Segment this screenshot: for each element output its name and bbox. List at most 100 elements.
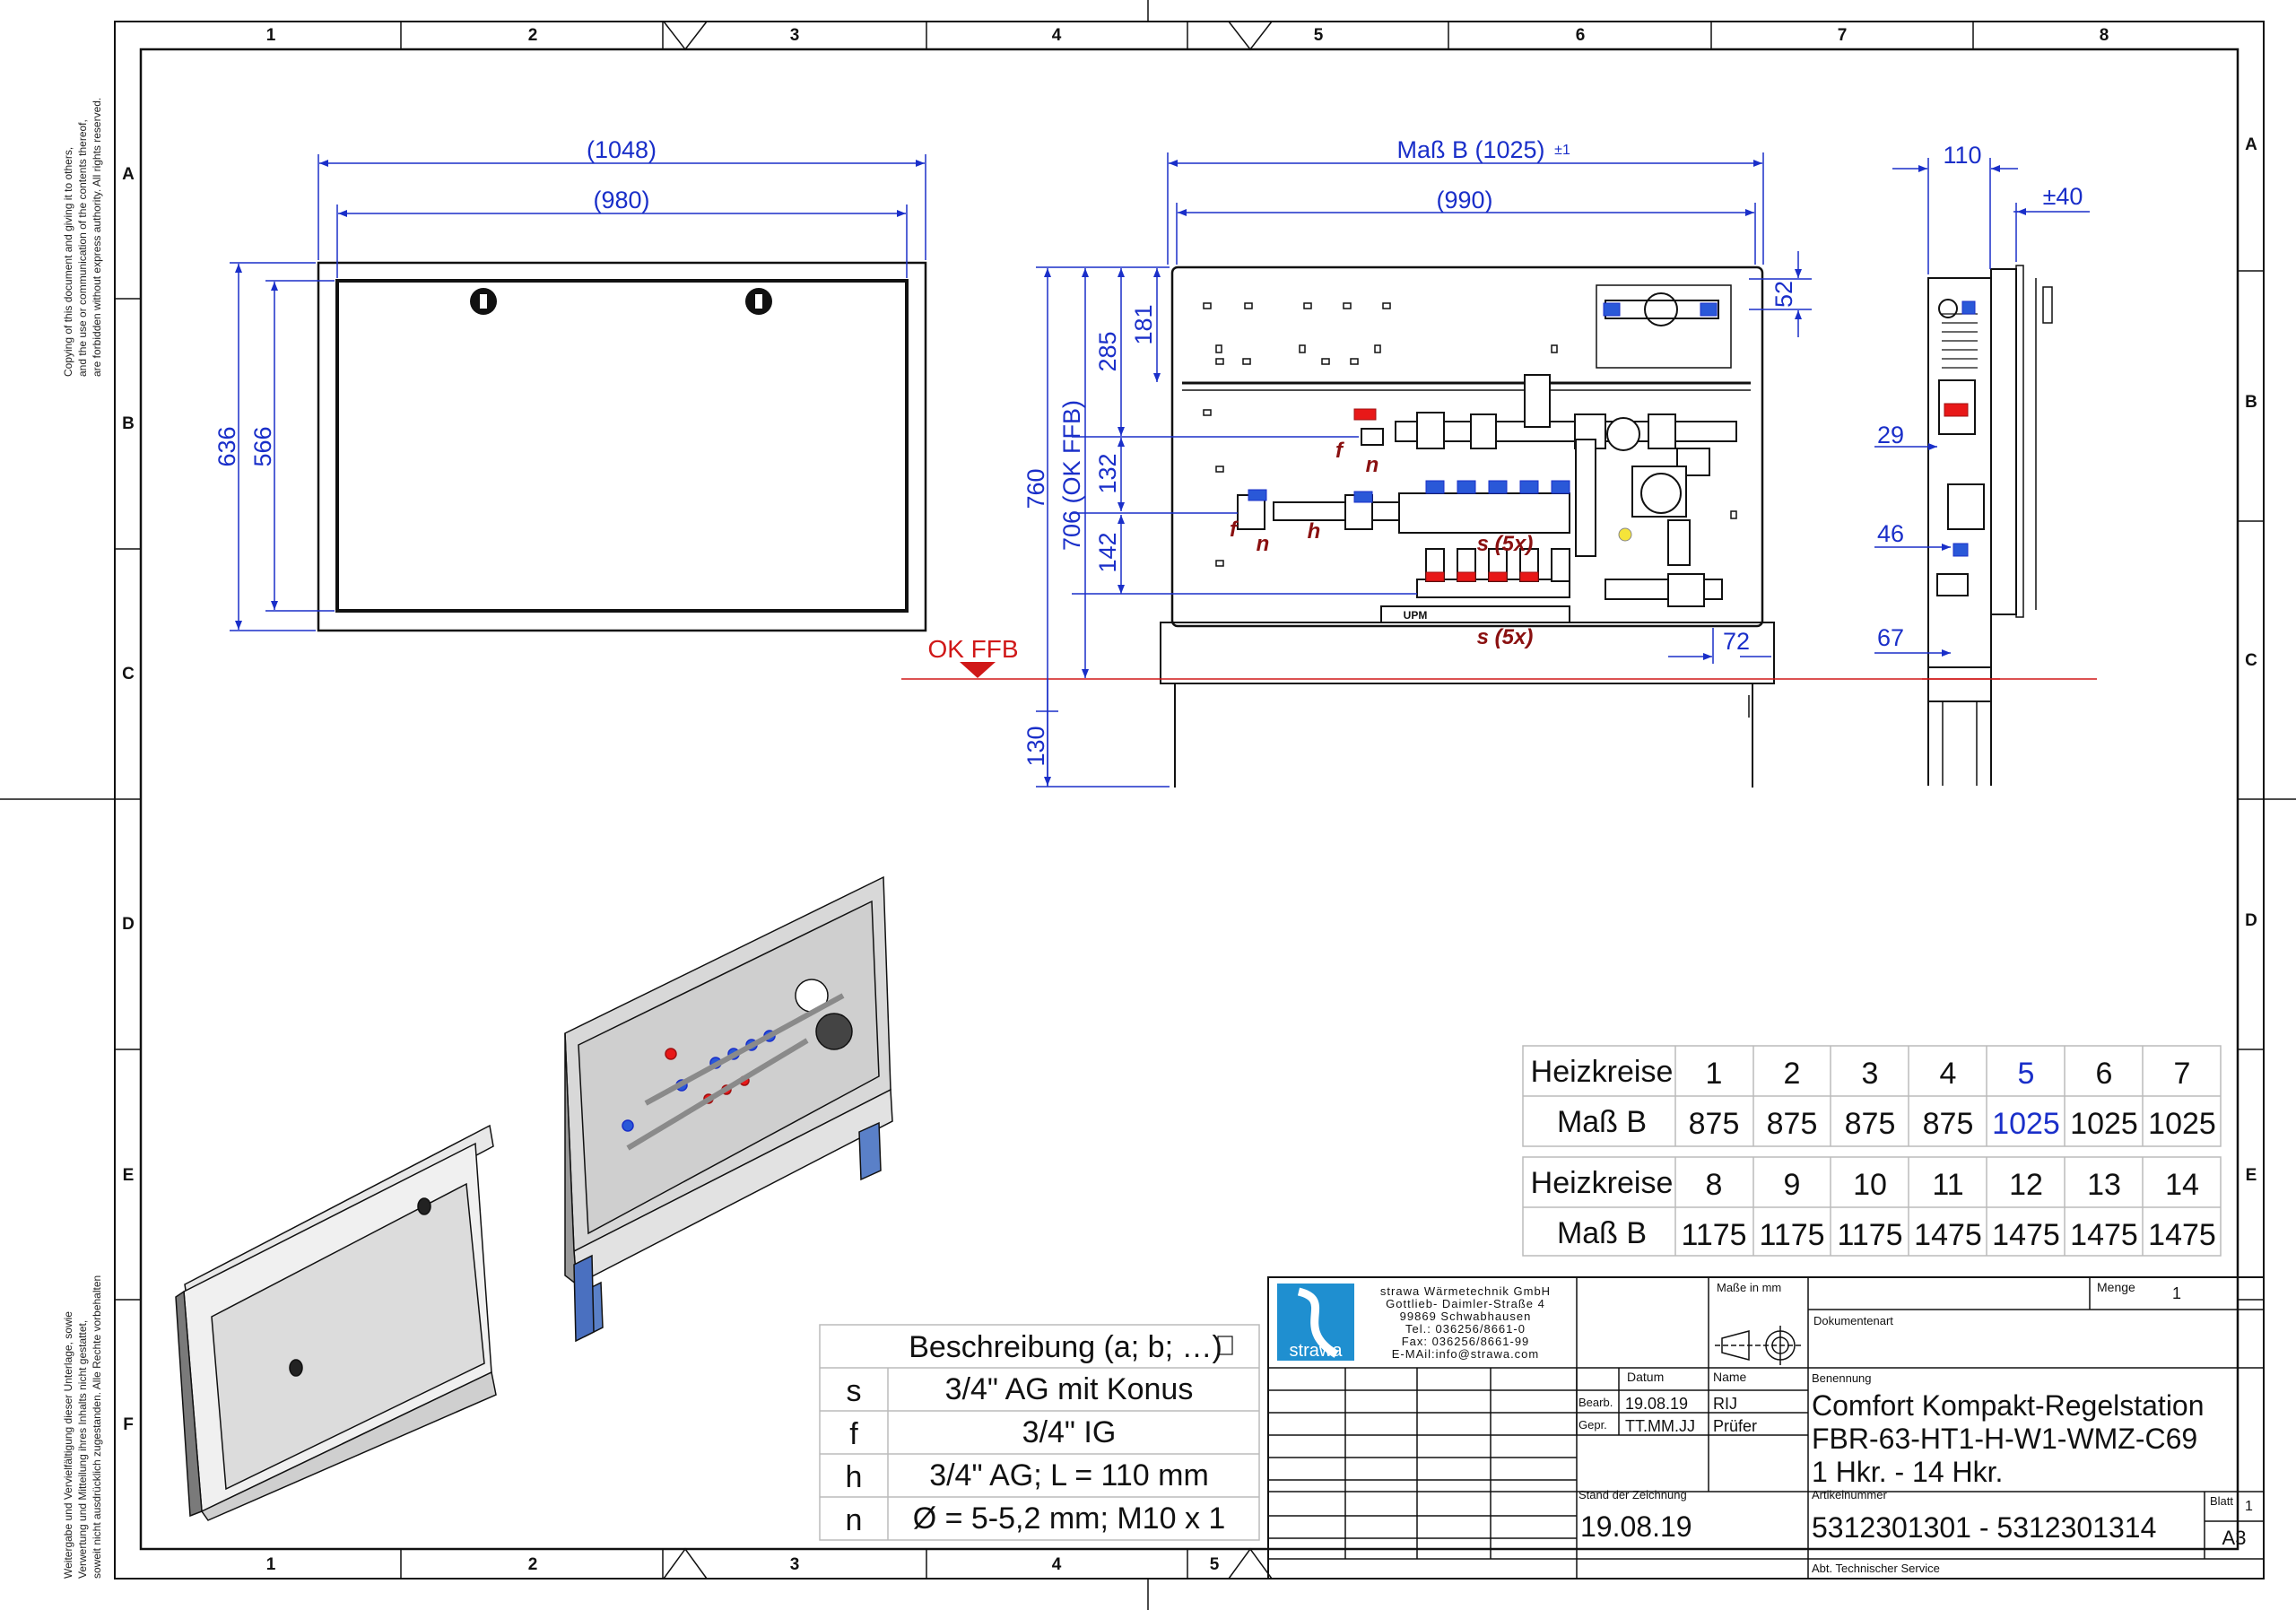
grid-row-label: D <box>122 915 135 934</box>
beschreibung-table: Beschreibung (a; b; …) s 3/4" AG mit Kon… <box>819 1324 1260 1541</box>
benennung-line3: 1 Hkr. - 14 Hkr. <box>1812 1456 2003 1488</box>
dim-inner-width: (980) <box>593 187 649 213</box>
dim-outer-width: (1048) <box>587 136 657 163</box>
company-line: Fax: 036256/8661-99 <box>1402 1335 1530 1348</box>
label-n: n <box>1366 453 1379 477</box>
table-cell: 1475 <box>1914 1218 1982 1252</box>
grid-col-label: 5 <box>1210 1555 1220 1574</box>
svg-text:soweit nicht ausdrücklich zuge: soweit nicht ausdrücklich zugestanden. A… <box>91 1275 103 1579</box>
table-value: 3/4" AG mit Konus <box>945 1372 1194 1406</box>
grid-col-label: 2 <box>528 26 538 45</box>
table-cell: 13 <box>2087 1168 2121 1202</box>
dim-142: 142 <box>1094 532 1121 572</box>
stand-label: Stand der Zeichnung <box>1578 1488 1687 1501</box>
label-f: f <box>1335 439 1344 463</box>
side-view-dimensions <box>1874 158 2090 657</box>
table-cell-highlight: 1025 <box>1992 1107 2060 1141</box>
table-row-label: Maß B <box>1557 1216 1647 1250</box>
label-ok-ffb: OK FFB <box>927 635 1018 663</box>
table-cell: 1 <box>1706 1057 1723 1091</box>
table-value: 3/4" AG; L = 110 mm <box>929 1458 1209 1493</box>
benennung-line1: Comfort Kompakt-Regelstation <box>1812 1389 2205 1422</box>
blatt-label: Blatt <box>2210 1494 2233 1508</box>
table-cell: 1475 <box>2070 1218 2138 1252</box>
menge-value: 1 <box>2172 1284 2181 1302</box>
dim-706: 706 (OK FFB) <box>1058 400 1085 551</box>
dim-130: 130 <box>1022 726 1049 766</box>
table-cell: 875 <box>1845 1107 1896 1141</box>
side-view <box>1927 265 2053 786</box>
label-s-5x: s (5x) <box>1477 625 1534 649</box>
dim-29: 29 <box>1877 422 1904 448</box>
artikel-label: Artikelnummer <box>1812 1488 1887 1501</box>
table-cell: 875 <box>1923 1107 1974 1141</box>
gepr-label: Gepr. <box>1578 1418 1607 1432</box>
table-key: s <box>847 1374 862 1408</box>
table-cell: 1175 <box>1759 1218 1824 1252</box>
dim-inner-width: (990) <box>1436 187 1492 213</box>
company-line: strawa Wärmetechnik GmbH <box>1380 1284 1551 1298</box>
dim-outer-height: 636 <box>213 426 240 466</box>
table-cell: 1475 <box>1992 1218 2060 1252</box>
table-value: Ø = 5-5,2 mm; M10 x 1 <box>913 1501 1226 1536</box>
grid-row-label: C <box>2245 651 2257 670</box>
table-cell: 1175 <box>1837 1218 1902 1252</box>
company-line: Tel.: 036256/8661-0 <box>1405 1322 1526 1336</box>
table-cell: 6 <box>2096 1057 2113 1091</box>
menge-label: Menge <box>2097 1280 2135 1294</box>
name-label: Name <box>1713 1370 1747 1384</box>
abt-label: Abt. Technischer Service <box>1812 1562 1940 1575</box>
table-cell-highlight: 5 <box>2018 1057 2035 1091</box>
grid-col-label: 4 <box>1052 26 1062 45</box>
grid-col-label: 5 <box>1314 26 1324 45</box>
company-line: E-MAil:info@strawa.com <box>1392 1347 1540 1361</box>
table-row-label: Heizkreise <box>1531 1166 1674 1200</box>
dim-mass-b: Maß B (1025) <box>1396 136 1544 163</box>
table-cell: 1025 <box>2148 1107 2216 1141</box>
blatt-value: 1 <box>2245 1499 2253 1514</box>
gepr-date: TT.MM.JJ <box>1625 1417 1695 1435</box>
datum-label: Datum <box>1627 1370 1664 1384</box>
dim-72: 72 <box>1723 628 1750 655</box>
grid-labels: 1 2 3 4 5 6 7 8 1 2 3 4 5 A B C D E F A … <box>122 26 2257 1574</box>
format-value: A3 <box>2222 1527 2247 1549</box>
table-cell: 11 <box>1932 1168 1963 1202</box>
grid-col-label: 8 <box>2100 26 2109 45</box>
isometric-door-view <box>175 1124 497 1521</box>
door-lock-icon <box>745 288 772 315</box>
dim-132: 132 <box>1094 453 1121 493</box>
heizkreise-table: Heizkreise Maß B Heizkreise Maß B 1 2 3 … <box>1522 1045 2222 1257</box>
table-cell: 3 <box>1862 1057 1879 1091</box>
table-key: h <box>846 1460 863 1494</box>
dim-67: 67 <box>1877 624 1904 651</box>
label-upm: UPM <box>1404 609 1428 622</box>
grid-col-label: 7 <box>1838 26 1848 45</box>
dim-760: 760 <box>1022 468 1049 509</box>
gepr-name: Prüfer <box>1713 1417 1757 1435</box>
dim-46: 46 <box>1877 520 1904 547</box>
grid-row-label: F <box>123 1415 134 1434</box>
table-cell: 1475 <box>2148 1218 2216 1252</box>
strawa-logo: strawa <box>1277 1284 1354 1361</box>
grid-row-label: B <box>122 414 135 433</box>
dokumentenart-label: Dokumentenart <box>1813 1314 1893 1327</box>
grid-col-label: 3 <box>790 1555 800 1574</box>
door-lock-icon <box>470 288 497 315</box>
table-key: n <box>846 1503 863 1537</box>
svg-text:and the use or communication o: and the use or communication of the cont… <box>76 119 89 377</box>
dim-plus-minus-40: ±40 <box>2043 183 2083 210</box>
copyright-note-de: Weitergabe und Vervielfältigung dieser U… <box>62 1275 103 1579</box>
table-cell: 4 <box>1940 1057 1957 1091</box>
table-cell: 12 <box>2009 1168 2043 1202</box>
front-view-door <box>317 261 927 632</box>
copyright-note: Copying of this document and giving it t… <box>62 98 103 377</box>
isometric-station-view <box>564 875 893 1343</box>
grid-col-label: 1 <box>266 26 276 45</box>
benennung-line2: FBR-63-HT1-H-W1-WMZ-C69 <box>1812 1423 2197 1455</box>
grid-col-label: 2 <box>528 1555 538 1574</box>
grid-col-label: 4 <box>1052 1555 1062 1574</box>
table-cell: 10 <box>1853 1168 1887 1202</box>
dim-52: 52 <box>1770 281 1797 308</box>
company-line: Gottlieb- Daimler-Straße 4 <box>1386 1297 1545 1310</box>
label-f: f <box>1230 518 1239 542</box>
